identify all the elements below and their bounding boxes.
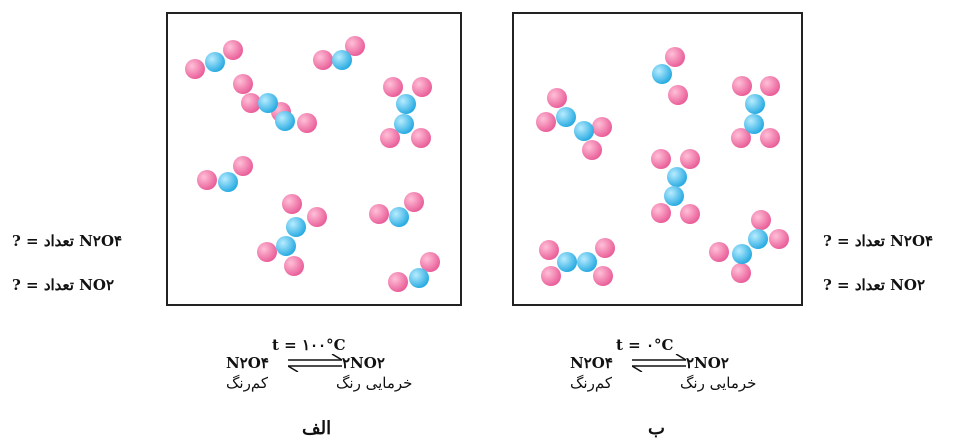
panel-a-product-color: خرمایی رنگ [336, 374, 413, 392]
panel-a-equation: t = ۱۰۰°C N۲O۴ ۲NO۲ کم‌رنگ خرمایی رنگ [226, 336, 426, 406]
panel-a-molecules [185, 36, 440, 292]
panel-b-caption: ب [648, 418, 665, 439]
panel-a-n2o4-count-label: ? = تعداد N۲O۴ [12, 232, 123, 250]
panel-b-molecule-box [512, 12, 803, 306]
panel-a-reactant: N۲O۴ [226, 354, 269, 372]
no2-molecule [652, 47, 688, 105]
n2o4-molecule [257, 194, 327, 276]
panel-b-no2-count-label: ? = تعداد NO۲ [823, 276, 926, 294]
no2-molecule [313, 36, 365, 70]
n2o4-molecule [709, 210, 789, 283]
panel-b-reactant-color: کم‌رنگ [570, 374, 612, 392]
panel-a-product: ۲NO۲ [342, 354, 385, 372]
n2o4-molecule [380, 77, 432, 148]
n2o4-molecule [539, 238, 615, 286]
panel-a-reactant-color: کم‌رنگ [226, 374, 268, 392]
n2o4-molecule [233, 74, 317, 133]
no2-molecule [197, 156, 253, 192]
n2o4-molecule [731, 76, 780, 148]
n2o4-molecule [536, 88, 612, 160]
panel-b-product: ۲NO۲ [686, 354, 729, 372]
panel-a-molecule-box [166, 12, 462, 306]
panel-b-temperature: t = ۰°C [616, 336, 674, 354]
n2o4-molecule [651, 149, 700, 224]
panel-a-temperature: t = ۱۰۰°C [272, 336, 346, 354]
panel-a-caption: الف [302, 418, 332, 439]
no2-molecule [388, 252, 440, 292]
panel-b-product-color: خرمایی رنگ [680, 374, 757, 392]
no2-molecule [185, 40, 243, 79]
panel-b-molecules [536, 47, 789, 286]
panel-b-equation: t = ۰°C N۲O۴ ۲NO۲ کم‌رنگ خرمایی رنگ [570, 336, 770, 406]
panel-b-n2o4-count-label: ? = تعداد N۲O۴ [823, 232, 934, 250]
equilibrium-arrows-icon [288, 354, 342, 372]
panel-a-no2-count-label: ? = تعداد NO۲ [12, 276, 115, 294]
equilibrium-arrows-icon [632, 354, 686, 372]
no2-molecule [369, 192, 424, 227]
panel-b-reactant: N۲O۴ [570, 354, 613, 372]
